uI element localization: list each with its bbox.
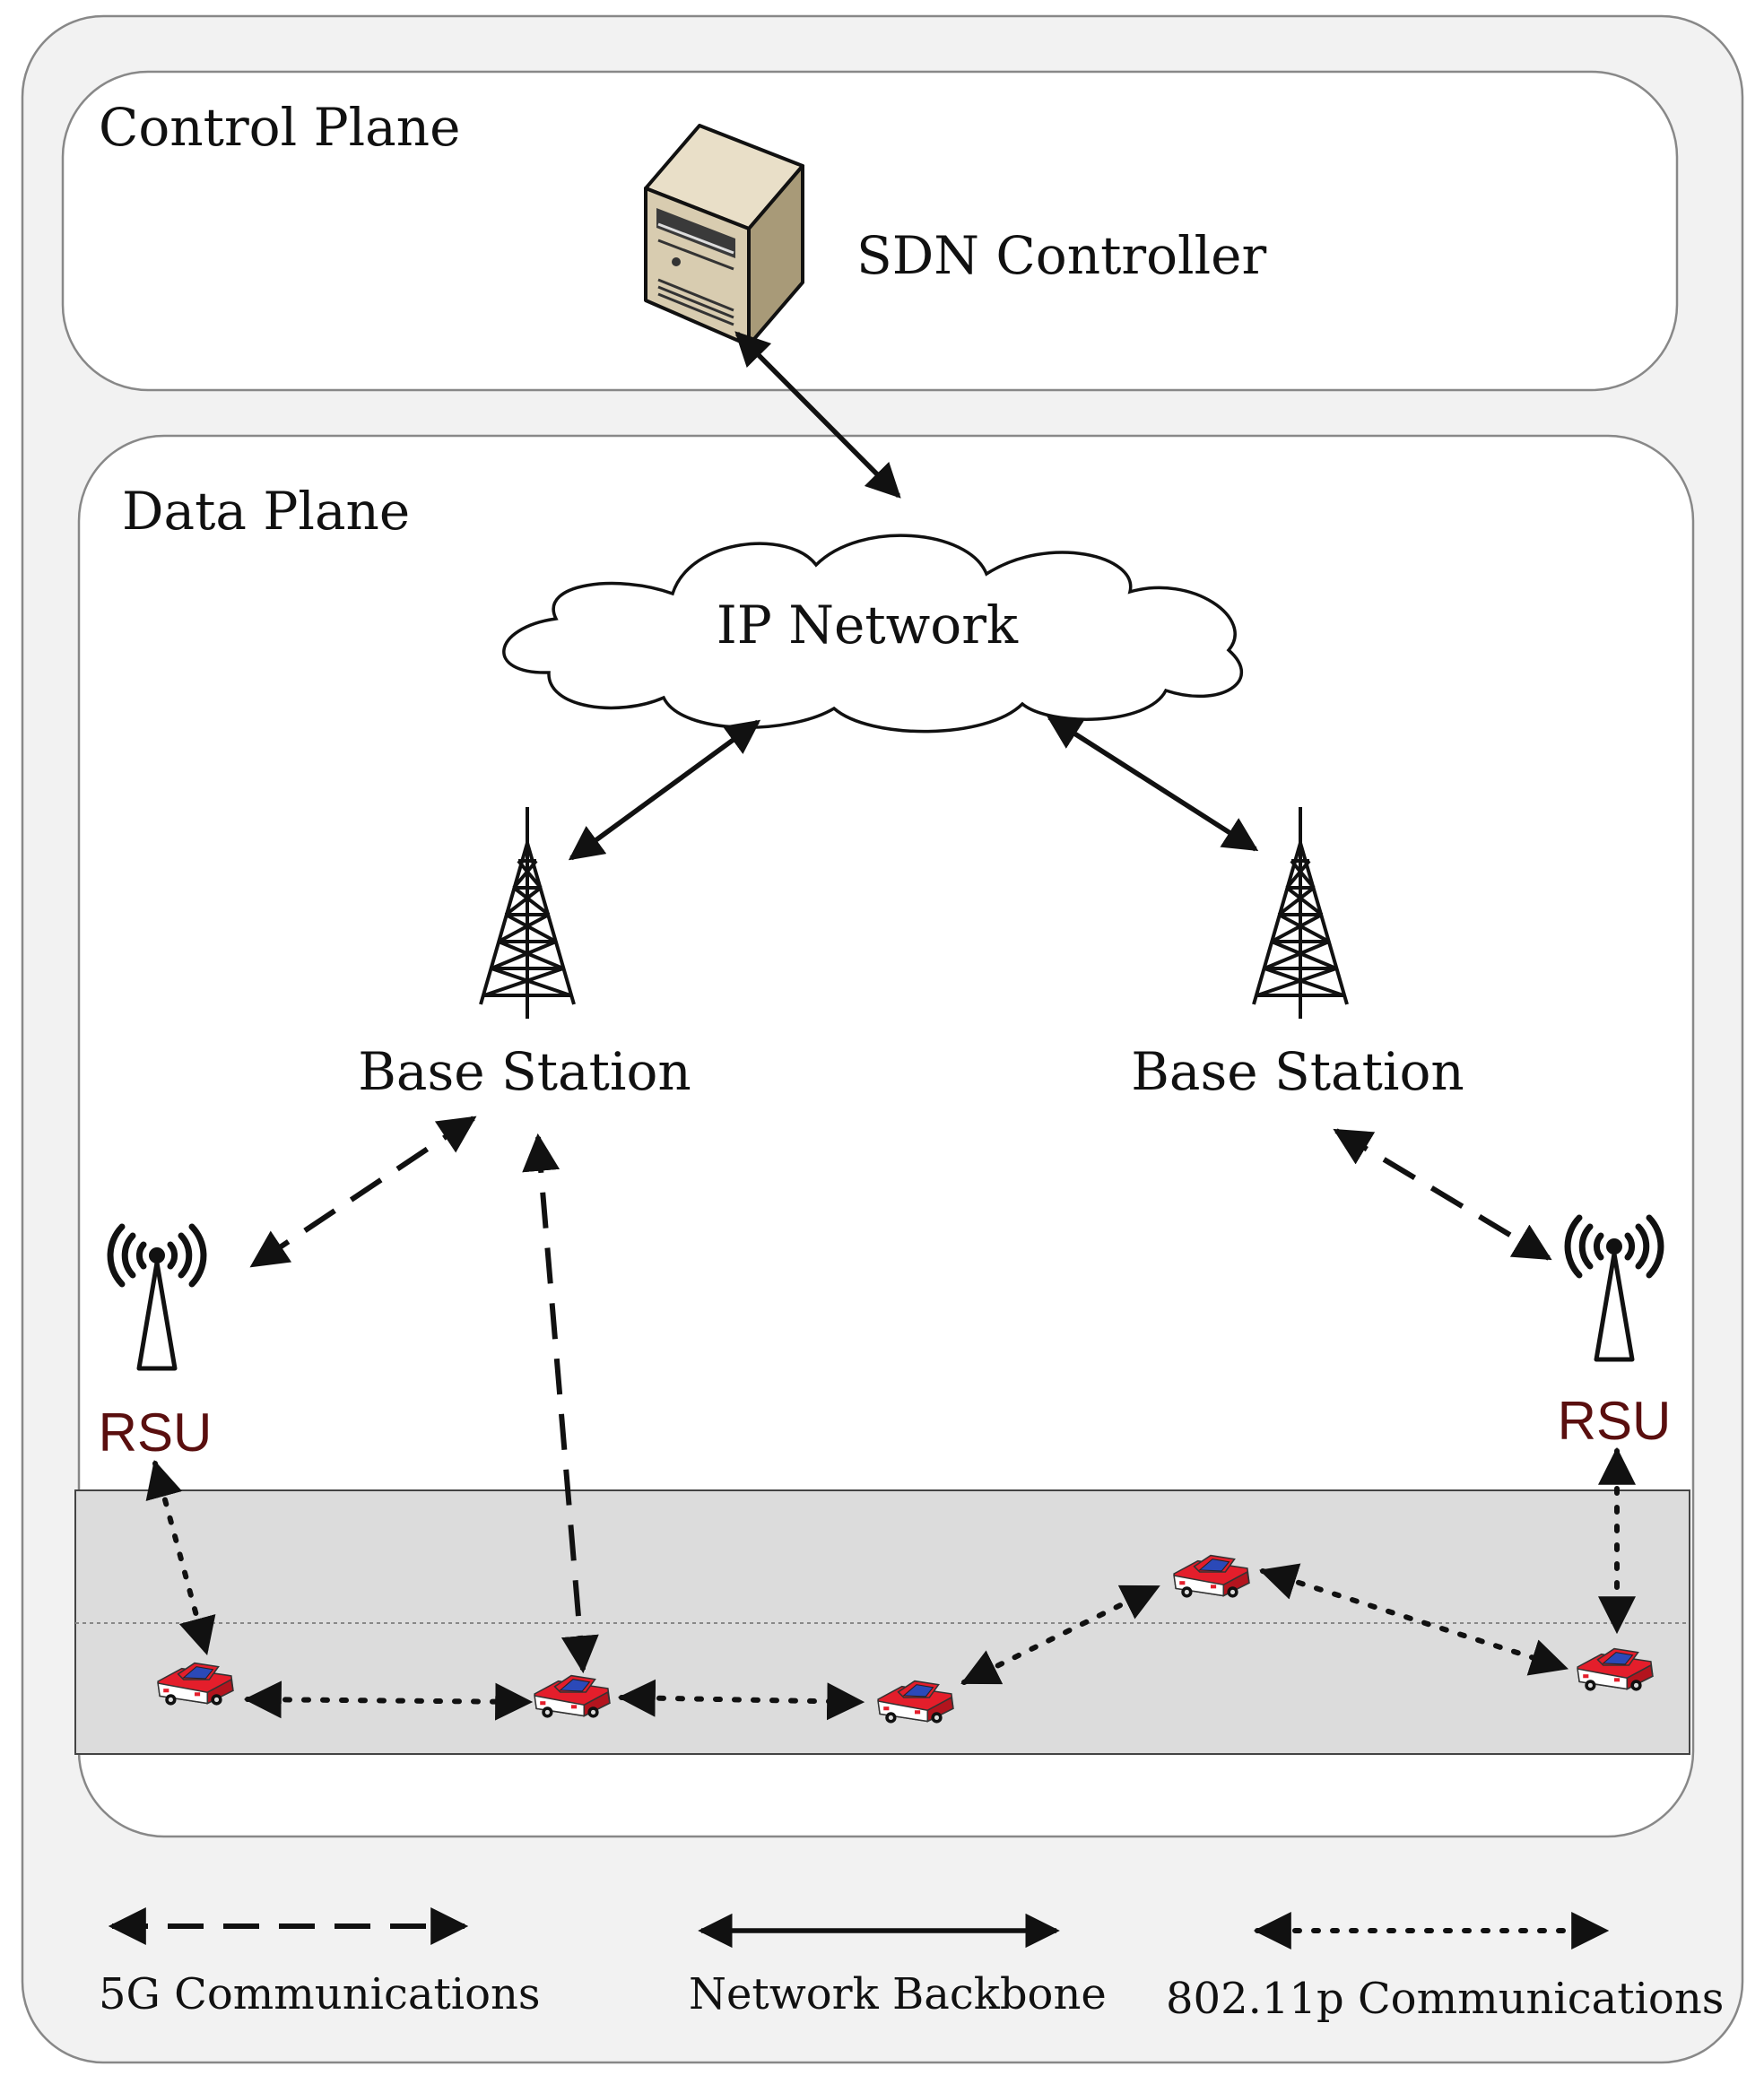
legend-backbone-label: Network Backbone — [689, 1969, 1107, 2019]
link-car-2-car-3 — [617, 1679, 865, 1721]
control-plane-panel: Control Plane SDN Controller — [61, 70, 1679, 392]
cloud-icon: IP Network — [502, 534, 1243, 734]
sdn-controller-label: SDN Controller — [856, 225, 1266, 286]
control-plane-title: Control Plane — [99, 97, 460, 158]
base-station-left-label: Base Station — [358, 1041, 691, 1102]
link-rsu-left-car-1 — [145, 1459, 216, 1656]
ip-network-label: IP Network — [717, 595, 1019, 656]
link-network-bs-right — [1046, 715, 1259, 852]
link-bs-right-rsu-right — [1333, 1128, 1552, 1261]
link-car-4-car-5 — [1259, 1563, 1568, 1676]
legend-5g-label: 5G Communications — [99, 1969, 541, 2019]
legend-80211p-label: 802.11p Communications — [1166, 1974, 1724, 2024]
data-plane-title: Data Plane — [122, 481, 410, 542]
server-icon — [644, 124, 804, 347]
link-network-bs-left — [568, 719, 761, 861]
link-controller-network — [734, 331, 901, 499]
rsu-left-label: RSU — [99, 1402, 213, 1463]
link-bs-left-rsu-left — [249, 1116, 477, 1268]
rsu-right-label: RSU — [1558, 1391, 1672, 1451]
legend: 5G Communications Network Backbone 802.1… — [99, 1907, 1724, 2024]
link-car-3-car-4 — [960, 1585, 1160, 1685]
link-bs-left-car-2 — [522, 1133, 599, 1674]
base-station-right-label: Base Station — [1131, 1041, 1464, 1102]
